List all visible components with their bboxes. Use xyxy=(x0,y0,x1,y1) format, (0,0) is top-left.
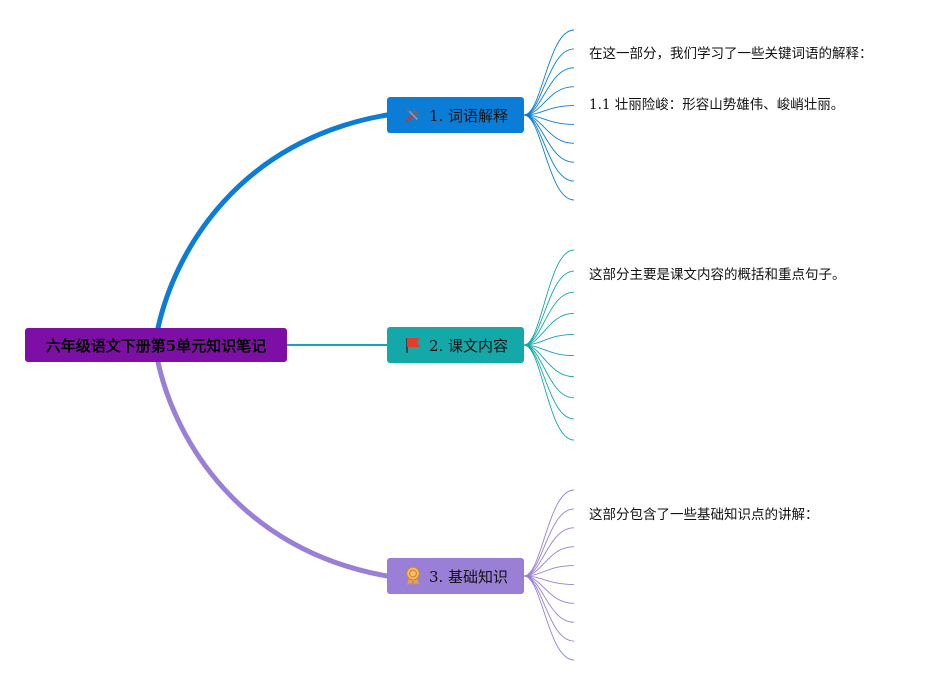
branch-label: 2. 课文内容 xyxy=(428,336,509,355)
leaf-fan-branch-3 xyxy=(523,489,575,661)
fan-line xyxy=(523,312,575,346)
branch-topic-vocabulary[interactable]: 1. 词语解释 xyxy=(387,97,524,133)
branch-label: 1. 词语解释 xyxy=(428,106,509,125)
fan-line xyxy=(523,29,575,116)
branch-topic-text-content[interactable]: 2. 课文内容 xyxy=(387,327,524,363)
fan-line xyxy=(523,527,575,577)
fan-line xyxy=(523,105,575,116)
connector-branch-1 xyxy=(155,112,390,331)
fan-line xyxy=(523,575,575,623)
fan-line xyxy=(523,333,575,346)
award-medal-icon xyxy=(403,566,423,586)
fan-line xyxy=(523,86,575,116)
connector-branch-3 xyxy=(155,359,390,579)
fan-line xyxy=(523,67,575,116)
leaf-fan-branch-2 xyxy=(523,249,575,441)
fan-line xyxy=(523,344,575,441)
note-branch-3-intro: 这部分包含了一些基础知识点的讲解： xyxy=(589,507,819,523)
fan-line xyxy=(523,565,575,577)
fan-line xyxy=(523,489,575,577)
fan-line xyxy=(523,270,575,346)
fan-line xyxy=(523,114,575,163)
fan-line xyxy=(523,508,575,577)
fan-line xyxy=(523,344,575,399)
note-branch-2-intro: 这部分主要是课文内容的概括和重点句子。 xyxy=(589,267,846,283)
fan-line xyxy=(523,48,575,116)
flag-icon xyxy=(403,335,423,355)
branch-label: 3. 基础知识 xyxy=(428,567,509,586)
branch-topic-basic-knowledge[interactable]: 3. 基础知识 xyxy=(387,558,524,594)
fan-line xyxy=(523,575,575,642)
fan-line xyxy=(523,291,575,346)
fan-line xyxy=(523,546,575,577)
fan-line xyxy=(523,114,575,201)
leaf-fan-branch-1 xyxy=(523,29,575,201)
root-topic-label: 六年级语文下册第5单元知识笔记 xyxy=(45,336,267,355)
fan-line xyxy=(523,344,575,420)
fan-line xyxy=(523,114,575,182)
note-branch-1-intro: 在这一部分，我们学习了一些关键词语的解释： xyxy=(589,46,873,62)
fan-line xyxy=(523,575,575,661)
tools-icon xyxy=(403,105,423,125)
note-branch-1-item-1: 1.1 壮丽险峻：形容山势雄伟、峻峭壮丽。 xyxy=(589,97,845,113)
fan-line xyxy=(523,249,575,346)
root-topic[interactable]: 六年级语文下册第5单元知识笔记 xyxy=(25,328,287,362)
